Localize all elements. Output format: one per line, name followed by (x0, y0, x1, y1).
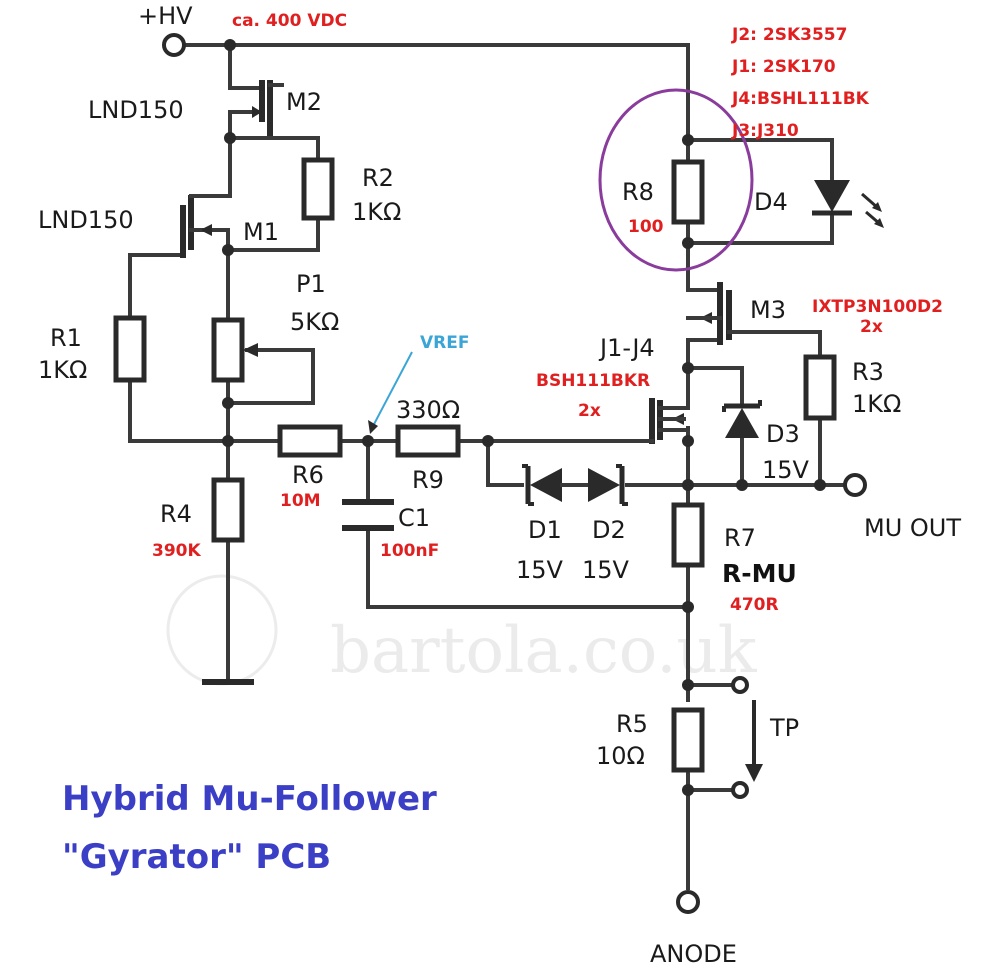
r6-value: 10M (280, 491, 321, 511)
r8-highlight-circle (598, 88, 754, 272)
d3-value: 15V (762, 456, 810, 484)
tp-label: TP (769, 714, 799, 742)
m1-name: M1 (243, 218, 279, 246)
watermark: bartola.co.uk (166, 574, 758, 688)
p1-potentiometer (211, 317, 258, 383)
watermark-text: bartola.co.uk (330, 614, 758, 688)
m3-part: IXTP3N100D2 (812, 297, 943, 317)
d1-name: D1 (528, 516, 562, 544)
r3-name: R3 (852, 358, 884, 386)
hv-terminal (162, 33, 186, 57)
vref-arrowhead (368, 420, 378, 434)
j1j4-name: J1-J4 (598, 334, 655, 362)
d2-name: D2 (592, 516, 626, 544)
j1j4-qty: 2x (578, 401, 601, 421)
r7-label: R-MU (722, 559, 797, 588)
m3-qty: 2x (860, 317, 883, 337)
r2-resistor (301, 157, 335, 221)
d4-led (812, 180, 884, 228)
d3-name: D3 (766, 420, 800, 448)
r6-name: R6 (292, 461, 324, 489)
jfet-j2: J2: 2SK3557 (731, 25, 847, 45)
c1-name: C1 (398, 504, 430, 532)
anode-terminal (676, 890, 700, 914)
r5-resistor (671, 707, 705, 773)
tp-test-point (731, 676, 763, 799)
r9-name: R9 (412, 466, 444, 494)
c1-capacitor (342, 499, 394, 531)
m1-mosfet (180, 194, 212, 258)
r8-value: 100 (628, 217, 664, 237)
p1-name: P1 (296, 270, 326, 298)
d1-zener (522, 464, 592, 506)
r5-name: R5 (616, 710, 648, 738)
r8-name: R8 (622, 178, 654, 206)
r9-value: 330Ω (396, 396, 460, 424)
jfet-j1: J1: 2SK170 (731, 57, 836, 77)
mu-out-label: MU OUT (864, 514, 961, 542)
r1-value: 1KΩ (38, 356, 87, 384)
d1-value: 15V (516, 556, 564, 584)
jfet-j4: J4:BSHL111BK (731, 89, 870, 109)
p1-value: 5KΩ (290, 308, 339, 336)
title-line1: Hybrid Mu-Follower (62, 779, 437, 819)
m2-type: LND150 (88, 96, 184, 124)
r4-name: R4 (160, 500, 192, 528)
d2-value: 15V (582, 556, 630, 584)
m3-name: M3 (750, 296, 786, 324)
r3-resistor (803, 354, 837, 421)
r6-resistor (277, 424, 343, 458)
hv-label: +HV (138, 2, 193, 30)
anode-label: ANODE (650, 940, 737, 968)
vref-label: VREF (420, 333, 469, 353)
r3-value: 1KΩ (852, 390, 901, 418)
title-line2: "Gyrator" PCB (62, 837, 331, 877)
r7-value: 470R (730, 595, 779, 615)
jfet-j3: J3:J310 (731, 121, 799, 141)
r7-resistor (671, 502, 705, 568)
m3-mosfet (686, 282, 737, 345)
d3-zener (722, 400, 762, 438)
r7-name: R7 (724, 524, 756, 552)
mu-out-terminal (843, 473, 867, 497)
m2-mosfet (252, 80, 284, 136)
r9-resistor (395, 424, 461, 458)
j1-j4-fet (638, 398, 690, 444)
d2-zener (588, 464, 628, 506)
wires (128, 43, 847, 890)
r2-value: 1KΩ (352, 198, 401, 226)
r4-value: 390K (152, 541, 201, 561)
r1-name: R1 (50, 324, 82, 352)
r8-resistor (671, 159, 705, 225)
r1-resistor (113, 315, 147, 383)
j1j4-part: BSH111BKR (536, 371, 650, 391)
r4-resistor (211, 477, 245, 543)
m2-name: M2 (286, 88, 322, 116)
junctions (222, 39, 826, 796)
r5-value: 10Ω (596, 742, 645, 770)
c1-value: 100nF (380, 541, 439, 561)
m1-type: LND150 (38, 206, 134, 234)
r2-name: R2 (362, 164, 394, 192)
d4-name: D4 (754, 188, 788, 216)
vref-pointer (371, 351, 413, 429)
hv-note: ca. 400 VDC (232, 11, 347, 31)
